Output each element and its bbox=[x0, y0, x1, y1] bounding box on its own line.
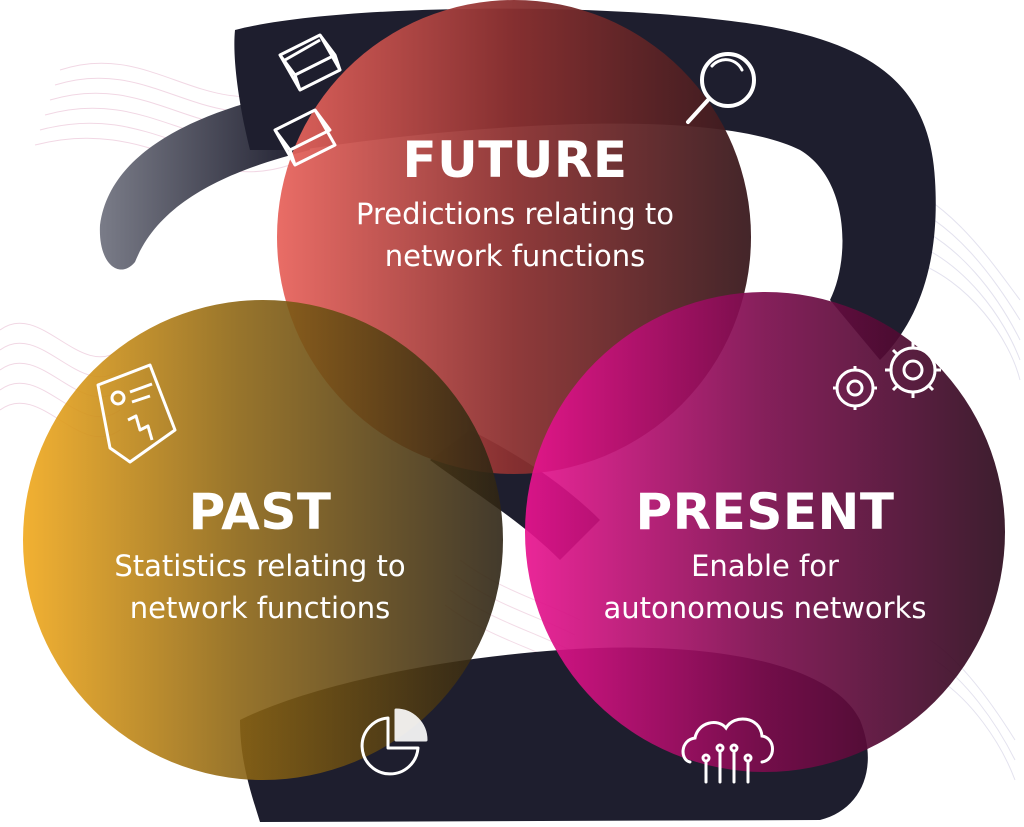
gears-icon bbox=[833, 342, 941, 410]
circle-present bbox=[525, 292, 1005, 772]
past-description-line2: network functions bbox=[129, 591, 391, 625]
future-description: Predictions relating to network function… bbox=[300, 193, 730, 277]
future-title: FUTURE bbox=[402, 131, 628, 189]
magnifier-icon bbox=[686, 52, 756, 124]
pie-chart-icon bbox=[360, 708, 428, 776]
present-description-line1: Enable for bbox=[691, 549, 839, 583]
future-label: FUTURE Predictions relating to network f… bbox=[300, 135, 730, 277]
present-label: PRESENT Enable for autonomous networks bbox=[545, 487, 985, 629]
cloud-network-icon bbox=[681, 717, 774, 784]
future-description-line2: network functions bbox=[384, 239, 646, 273]
cube-icon bbox=[273, 108, 337, 167]
present-description: Enable for autonomous networks bbox=[545, 545, 985, 629]
past-description-line1: Statistics relating to bbox=[114, 549, 406, 583]
present-title: PRESENT bbox=[635, 483, 895, 541]
past-label: PAST Statistics relating to network func… bbox=[45, 487, 475, 629]
cube-icon bbox=[278, 33, 342, 92]
present-description-line2: autonomous networks bbox=[603, 591, 927, 625]
past-title: PAST bbox=[188, 483, 332, 541]
past-description: Statistics relating to network functions bbox=[45, 545, 475, 629]
future-description-line1: Predictions relating to bbox=[356, 197, 674, 231]
circle-past bbox=[23, 300, 503, 780]
document-chart-icon bbox=[96, 363, 177, 464]
